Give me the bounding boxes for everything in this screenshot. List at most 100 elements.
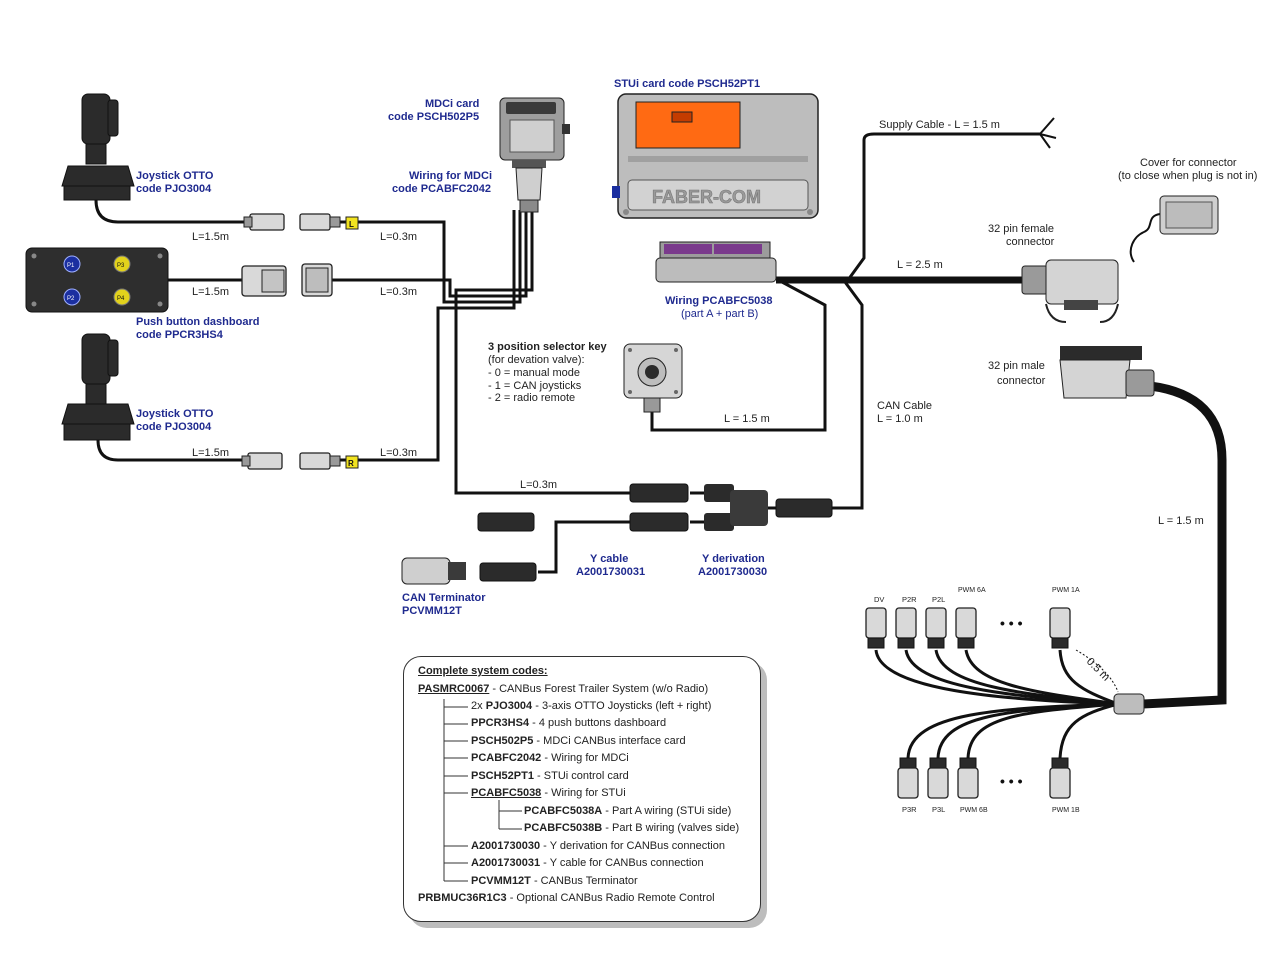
legend-item-1: 2x PJO3004 - 3-axis OTTO Joysticks (left… <box>471 700 712 712</box>
y-derivation-label-1: Y derivation <box>702 553 765 565</box>
wires <box>94 117 1227 759</box>
mdci-card-label-2: code PSCH502P5 <box>388 111 479 123</box>
can-cable-label-1: CAN Cable <box>877 400 932 412</box>
supply-cable-label: Supply Cable - L = 1.5 m <box>879 119 1000 131</box>
y-cable-label-1: Y cable <box>590 553 628 565</box>
selector-key-label-2: (for devation valve): <box>488 354 585 366</box>
legend-item-8: A2001730031 - Y cable for CANBus connect… <box>471 857 704 869</box>
valve-label-pwm1b: PWM 1B <box>1052 807 1080 814</box>
joystick-bottom-icon <box>61 333 135 441</box>
connector-j2-male <box>241 452 283 470</box>
male-connector-label-2: connector <box>997 375 1046 387</box>
pb-label-p1: P1 <box>67 263 75 269</box>
length-stui: L = 2.5 m <box>897 259 943 271</box>
length-j2: L=1.5m <box>192 447 229 459</box>
joystick-bottom-label-2: code PJO3004 <box>136 421 212 433</box>
valve-label-pwm1a: PWM 1A <box>1052 587 1080 594</box>
joystick-top-label-2: code PJO3004 <box>136 183 212 195</box>
length-j1: L=1.5m <box>192 231 229 243</box>
ellipsis-bottom: • • • <box>1000 773 1023 789</box>
legend-subitem-2: PCABFC5038B - Part B wiring (valves side… <box>524 822 740 834</box>
valve-label-pwm6b: PWM 6B <box>960 807 988 814</box>
push-button-label-1: Push button dashboard <box>136 316 259 328</box>
connector-tag-r: R <box>348 459 354 468</box>
valve-label-p3l: P3L <box>932 805 945 814</box>
connector-pb-female <box>301 263 333 297</box>
system-codes-legend: Complete system codes: PASMRC0067 - CANB… <box>403 656 761 922</box>
can-terminator-label-1: CAN Terminator <box>402 592 486 604</box>
legend-item-3: PSCH502P5 - MDCi CANBus interface card <box>471 735 686 747</box>
legend-item-9: PCVMM12T - CANBus Terminator <box>471 875 638 887</box>
joystick-bottom-label-1: Joystick OTTO <box>136 408 214 420</box>
legend-item-6: PCABFC5038 - Wiring for STUi <box>471 787 626 799</box>
y-derivation-icon <box>704 484 833 531</box>
valve-label-pwm6a: PWM 6A <box>958 587 986 594</box>
legend-title: Complete system codes: <box>418 665 548 677</box>
can-terminator-label-2: PCVMM12T <box>402 605 462 617</box>
wiring-stui-label-2: (part A + part B) <box>681 308 758 320</box>
legend-tree-lines <box>443 699 522 882</box>
labels: MDCi card code PSCH502P5 STUi card code … <box>136 78 1257 814</box>
joystick-top-icon <box>61 93 135 201</box>
connector-j1-male <box>243 213 285 231</box>
male-connector-icon <box>1059 346 1155 399</box>
mdci-card-label-1: MDCi card <box>425 98 479 110</box>
faber-logo: FABER-COM <box>652 187 761 207</box>
valve-label-dv: DV <box>874 595 884 604</box>
valve-connectors-bottom <box>897 757 1071 799</box>
selector-key-label-4: - 1 = CAN joysticks <box>488 380 582 392</box>
length-j2b: L=0.3m <box>380 447 417 459</box>
stui-card-label: STUi card code PSCH52PT1 <box>614 78 760 90</box>
valve-label-p2l: P2L <box>932 595 945 604</box>
cover-label-2: (to close when plug is not in) <box>1118 170 1257 182</box>
connector-pb-male <box>241 265 287 297</box>
stui-wiring-connector <box>655 241 777 283</box>
selector-key-label-1: 3 position selector key <box>488 341 607 353</box>
y-derivation-label-2: A2001730030 <box>698 566 767 578</box>
pb-label-p3: P3 <box>117 263 125 269</box>
pb-label-p4: P4 <box>117 296 125 302</box>
length-branch: 0.5 m <box>1084 656 1112 684</box>
push-button-dashboard-icon: P1 P3 P2 P4 <box>25 247 169 313</box>
length-y: L=0.3m <box>520 479 557 491</box>
length-valves: L = 1.5 m <box>1158 515 1204 527</box>
length-j1b: L=0.3m <box>380 231 417 243</box>
can-cable-label-2: L = 1.0 m <box>877 413 923 425</box>
length-key: L = 1.5 m <box>724 413 770 425</box>
valve-label-p3r: P3R <box>902 805 917 814</box>
legend-item-7: A2001730030 - Y derivation for CANBus co… <box>471 840 725 852</box>
stui-card-icon: FABER-COM <box>612 93 819 219</box>
cover-for-connector-icon <box>1159 195 1219 235</box>
length-pb: L=1.5m <box>192 286 229 298</box>
can-terminator-icon <box>401 557 466 585</box>
length-pbb: L=0.3m <box>380 286 417 298</box>
connector-tag-l: L <box>349 220 354 229</box>
female-connector-label-1: 32 pin female <box>988 223 1054 235</box>
legend-optional: PRBMUC36R1C3 - Optional CANBus Radio Rem… <box>418 892 715 904</box>
pb-label-p2: P2 <box>67 296 75 302</box>
female-connector-label-2: connector <box>1006 236 1055 248</box>
selector-key-label-3: - 0 = manual mode <box>488 367 580 379</box>
selector-key-icon <box>623 343 683 413</box>
cover-label-1: Cover for connector <box>1140 157 1237 169</box>
legend-subitem-1: PCABFC5038A - Part A wiring (STUi side) <box>524 805 732 817</box>
connector-j2-female: R <box>299 452 359 470</box>
harness-splice-icon <box>1113 693 1145 715</box>
male-connector-label-1: 32 pin male <box>988 360 1045 372</box>
legend-item-5: PSCH52PT1 - STUi control card <box>471 770 629 782</box>
valve-connectors-top <box>865 607 1071 649</box>
joystick-top-label-1: Joystick OTTO <box>136 170 214 182</box>
selector-key-label-5: - 2 = radio remote <box>488 392 575 404</box>
female-connector-icon <box>1021 259 1119 323</box>
mdci-card-icon <box>499 97 570 213</box>
push-button-label-2: code PPCR3HS4 <box>136 329 224 341</box>
legend-item-4: PCABFC2042 - Wiring for MDCi <box>471 752 629 764</box>
ellipsis-top: • • • <box>1000 615 1023 631</box>
y-cable-connectors <box>477 483 689 582</box>
legend-item-2: PPCR3HS4 - 4 push buttons dashboard <box>471 717 667 729</box>
connector-j1-female: L <box>299 213 359 231</box>
legend-main: PASMRC0067 - CANBus Forest Trailer Syste… <box>418 683 709 695</box>
valve-label-p2r: P2R <box>902 595 917 604</box>
wiring-mdci-label-1: Wiring for MDCi <box>409 170 492 182</box>
